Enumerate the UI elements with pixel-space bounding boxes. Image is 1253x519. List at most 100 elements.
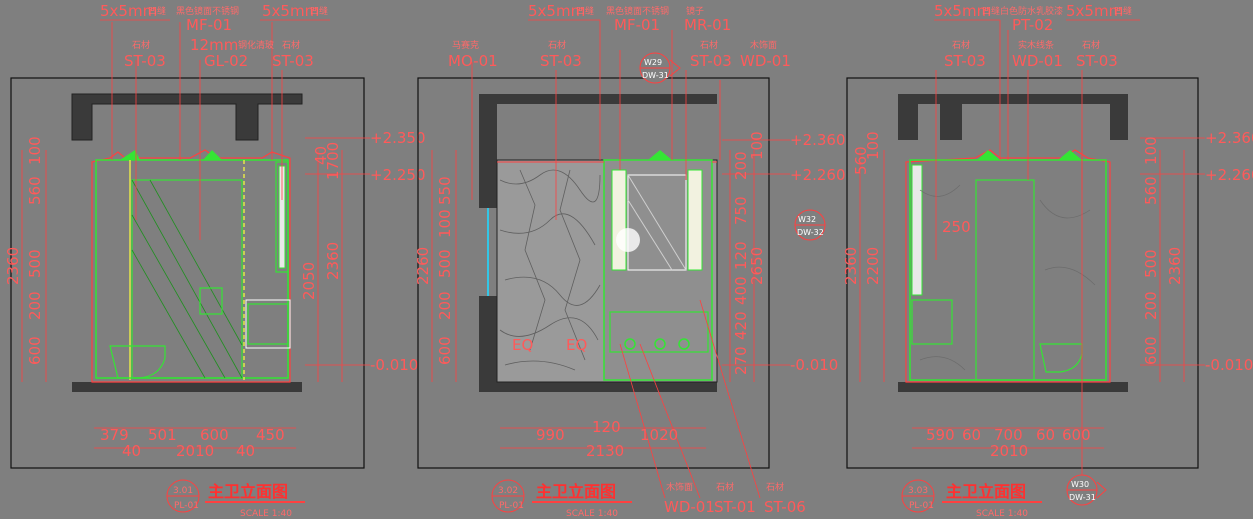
svg-text:W30: W30: [1071, 480, 1089, 489]
svg-text:ST-01: ST-01: [714, 498, 756, 516]
elevation-2: 5x5mm 凹缝 马赛克 石材 黑色镜面不锈钢 镜子 石材 木饰面 MO-01 …: [414, 2, 846, 519]
svg-text:黑色镜面不锈钢: 黑色镜面不锈钢: [176, 5, 239, 17]
svg-text:实木线条: 实木线条: [1018, 39, 1054, 51]
svg-text:270: 270: [732, 346, 750, 375]
svg-text:100: 100: [26, 136, 44, 165]
svg-text:60: 60: [1036, 426, 1055, 444]
svg-text:钢化清玻: 钢化清玻: [238, 39, 274, 51]
svg-text:GL-02: GL-02: [204, 52, 248, 70]
svg-text:SCALE 1:40: SCALE 1:40: [566, 509, 618, 519]
elevation-title-2: 主卫立面图: [536, 482, 616, 501]
svg-text:石材: 石材: [1082, 39, 1100, 51]
svg-text:5x5mm: 5x5mm: [1066, 2, 1123, 20]
vanity-3: [911, 299, 953, 345]
svg-text:2130: 2130: [586, 442, 624, 460]
svg-text:ST-03: ST-03: [1076, 52, 1118, 70]
svg-text:2260: 2260: [414, 247, 432, 285]
elevation-title-3: 主卫立面图: [946, 482, 1026, 501]
elevation-3: 5x5mm 凹缝 白色防水乳胶漆 PT-02 5x5mm 凹缝 石材 实木线条 …: [842, 2, 1253, 519]
svg-text:1020: 1020: [640, 426, 678, 444]
svg-text:石材: 石材: [716, 481, 734, 493]
toilet-3: [1039, 343, 1083, 373]
svg-text:560: 560: [26, 176, 44, 205]
svg-text:5x5mm: 5x5mm: [934, 2, 991, 20]
toilet-1: [109, 345, 166, 379]
svg-text:600: 600: [436, 336, 454, 365]
svg-text:PL-01: PL-01: [499, 501, 524, 511]
svg-text:MR-01: MR-01: [684, 16, 731, 34]
svg-text:ST-03: ST-03: [690, 52, 732, 70]
svg-text:凹缝: 凹缝: [982, 5, 1000, 17]
svg-text:590: 590: [926, 426, 955, 444]
svg-text:501: 501: [148, 426, 177, 444]
svg-text:450: 450: [256, 426, 285, 444]
vanity-1: [247, 303, 289, 345]
svg-text:-0.010: -0.010: [790, 356, 838, 374]
svg-text:白色防水乳胶漆: 白色防水乳胶漆: [1000, 5, 1063, 17]
svg-text:550: 550: [436, 176, 454, 205]
svg-text:200: 200: [436, 291, 454, 320]
svg-text:凹缝: 凹缝: [1114, 5, 1132, 17]
svg-text:-0.010: -0.010: [370, 356, 418, 374]
svg-text:+2.360: +2.360: [1205, 129, 1253, 147]
callout-w32[interactable]: W32 DW-32: [794, 209, 826, 241]
svg-text:100: 100: [748, 131, 766, 160]
svg-text:镜子: 镜子: [686, 5, 704, 17]
svg-text:MF-01: MF-01: [186, 16, 232, 34]
svg-text:600: 600: [200, 426, 229, 444]
svg-text:W29: W29: [644, 58, 662, 67]
svg-text:200: 200: [732, 151, 750, 180]
svg-text:ST-03: ST-03: [124, 52, 166, 70]
svg-text:EQ: EQ: [512, 336, 533, 354]
svg-text:2650: 2650: [748, 247, 766, 285]
svg-text:+2.360: +2.360: [790, 131, 846, 149]
svg-text:500: 500: [1142, 249, 1160, 278]
svg-text:3.03: 3.03: [908, 486, 928, 496]
svg-text:2050: 2050: [300, 262, 318, 300]
svg-text:5x5mm: 5x5mm: [528, 2, 585, 20]
svg-text:120: 120: [592, 418, 621, 436]
svg-text:凹缝: 凹缝: [148, 5, 166, 17]
callout-w29[interactable]: W29 DW-31: [639, 52, 681, 84]
svg-text:SCALE 1:40: SCALE 1:40: [240, 509, 292, 519]
svg-text:DW-31: DW-31: [642, 71, 669, 80]
svg-text:700: 700: [994, 426, 1023, 444]
elevation-title-1: 主卫立面图: [208, 482, 288, 501]
svg-text:100: 100: [864, 131, 882, 160]
svg-text:DW-31: DW-31: [1069, 493, 1096, 502]
svg-text:马赛克: 马赛克: [452, 39, 479, 51]
callout-w30[interactable]: W30 DW-31: [1066, 474, 1107, 506]
svg-text:凹缝: 凹缝: [310, 5, 328, 17]
svg-text:EQ: EQ: [566, 336, 587, 354]
svg-text:600: 600: [26, 336, 44, 365]
svg-text:2010: 2010: [990, 442, 1028, 460]
vanity-2: [609, 311, 709, 353]
svg-text:WD-01: WD-01: [664, 498, 715, 516]
svg-text:120: 120: [732, 241, 750, 270]
svg-text:2010: 2010: [176, 442, 214, 460]
svg-text:MF-01: MF-01: [614, 16, 660, 34]
svg-text:MO-01: MO-01: [448, 52, 498, 70]
floor-slab-1: [72, 382, 302, 392]
svg-text:2360: 2360: [4, 247, 22, 285]
tag-5x5-left: 5x5mm: [100, 2, 157, 20]
svg-text:WD-01: WD-01: [1012, 52, 1063, 70]
svg-text:石材: 石材: [766, 481, 784, 493]
svg-text:600: 600: [1142, 336, 1160, 365]
svg-text:石材: 石材: [952, 39, 970, 51]
svg-text:ST-03: ST-03: [944, 52, 986, 70]
svg-text:500: 500: [26, 249, 44, 278]
svg-text:1700: 1700: [324, 142, 342, 180]
svg-text:凹缝: 凹缝: [576, 5, 594, 17]
svg-text:+2.260: +2.260: [790, 166, 846, 184]
svg-text:12mm: 12mm: [190, 36, 238, 54]
frame-3: [846, 77, 1199, 469]
svg-text:PL-01: PL-01: [909, 501, 934, 511]
svg-text:PT-02: PT-02: [1012, 16, 1053, 34]
ceiling-slab-1: [71, 93, 303, 141]
svg-text:黑色镜面不锈钢: 黑色镜面不锈钢: [606, 5, 669, 17]
svg-text:木饰面: 木饰面: [750, 39, 777, 51]
svg-text:400: 400: [732, 276, 750, 305]
svg-text:W32: W32: [798, 215, 816, 224]
